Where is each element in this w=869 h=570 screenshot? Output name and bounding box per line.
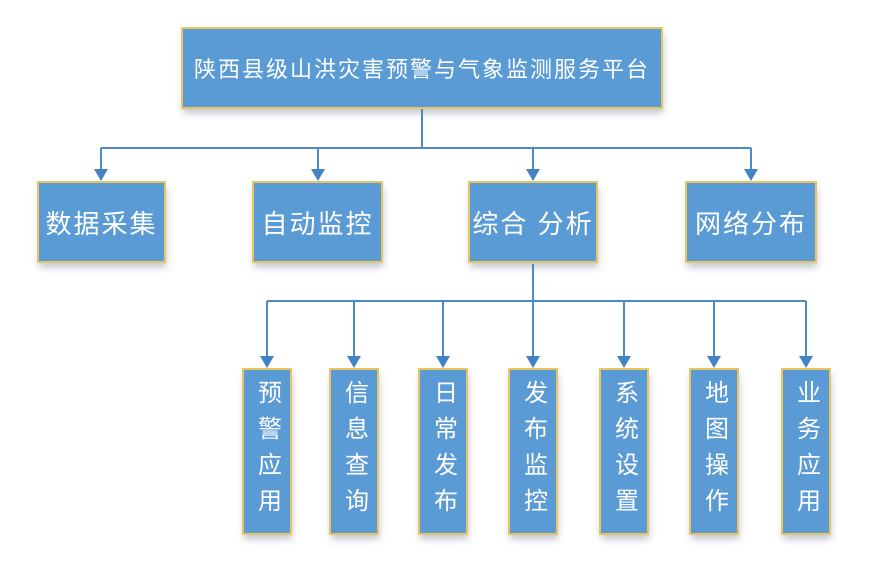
node-map-operation: 地图操作 [689,368,739,535]
node-warning-application: 预警应用 [242,368,292,535]
node-business-application-label: 业务应用 [792,379,820,524]
node-comprehensive-analysis: 综合 分析 [468,181,598,263]
node-system-settings: 系统设置 [599,368,649,535]
node-map-operation-label: 地图操作 [700,379,728,524]
node-system-settings-label: 系统设置 [610,379,638,524]
connector-root-to-level2 [94,109,758,181]
node-data-collection: 数据采集 [37,181,166,263]
connector-analysis-to-level3 [260,264,813,368]
node-network-distribution-label: 网络分布 [694,208,807,239]
node-info-query: 信息查询 [329,368,379,535]
node-warning-application-label: 预警应用 [253,379,281,524]
node-auto-monitoring-label: 自动监控 [261,208,374,239]
node-comprehensive-analysis-label: 综合 分析 [472,208,594,239]
node-platform-label: 陕西县级山洪灾害预警与气象监测服务平台 [193,57,650,82]
node-release-monitoring-label: 发布监控 [519,379,547,524]
node-info-query-label: 信息查询 [340,379,368,524]
node-daily-release-label: 日常发布 [429,379,457,524]
node-daily-release: 日常发布 [418,368,468,535]
node-platform: 陕西县级山洪灾害预警与气象监测服务平台 [181,27,663,109]
node-auto-monitoring: 自动监控 [252,181,383,263]
node-data-collection-label: 数据采集 [45,208,158,239]
node-network-distribution: 网络分布 [685,181,817,263]
node-business-application: 业务应用 [781,368,831,535]
node-release-monitoring: 发布监控 [508,368,558,535]
